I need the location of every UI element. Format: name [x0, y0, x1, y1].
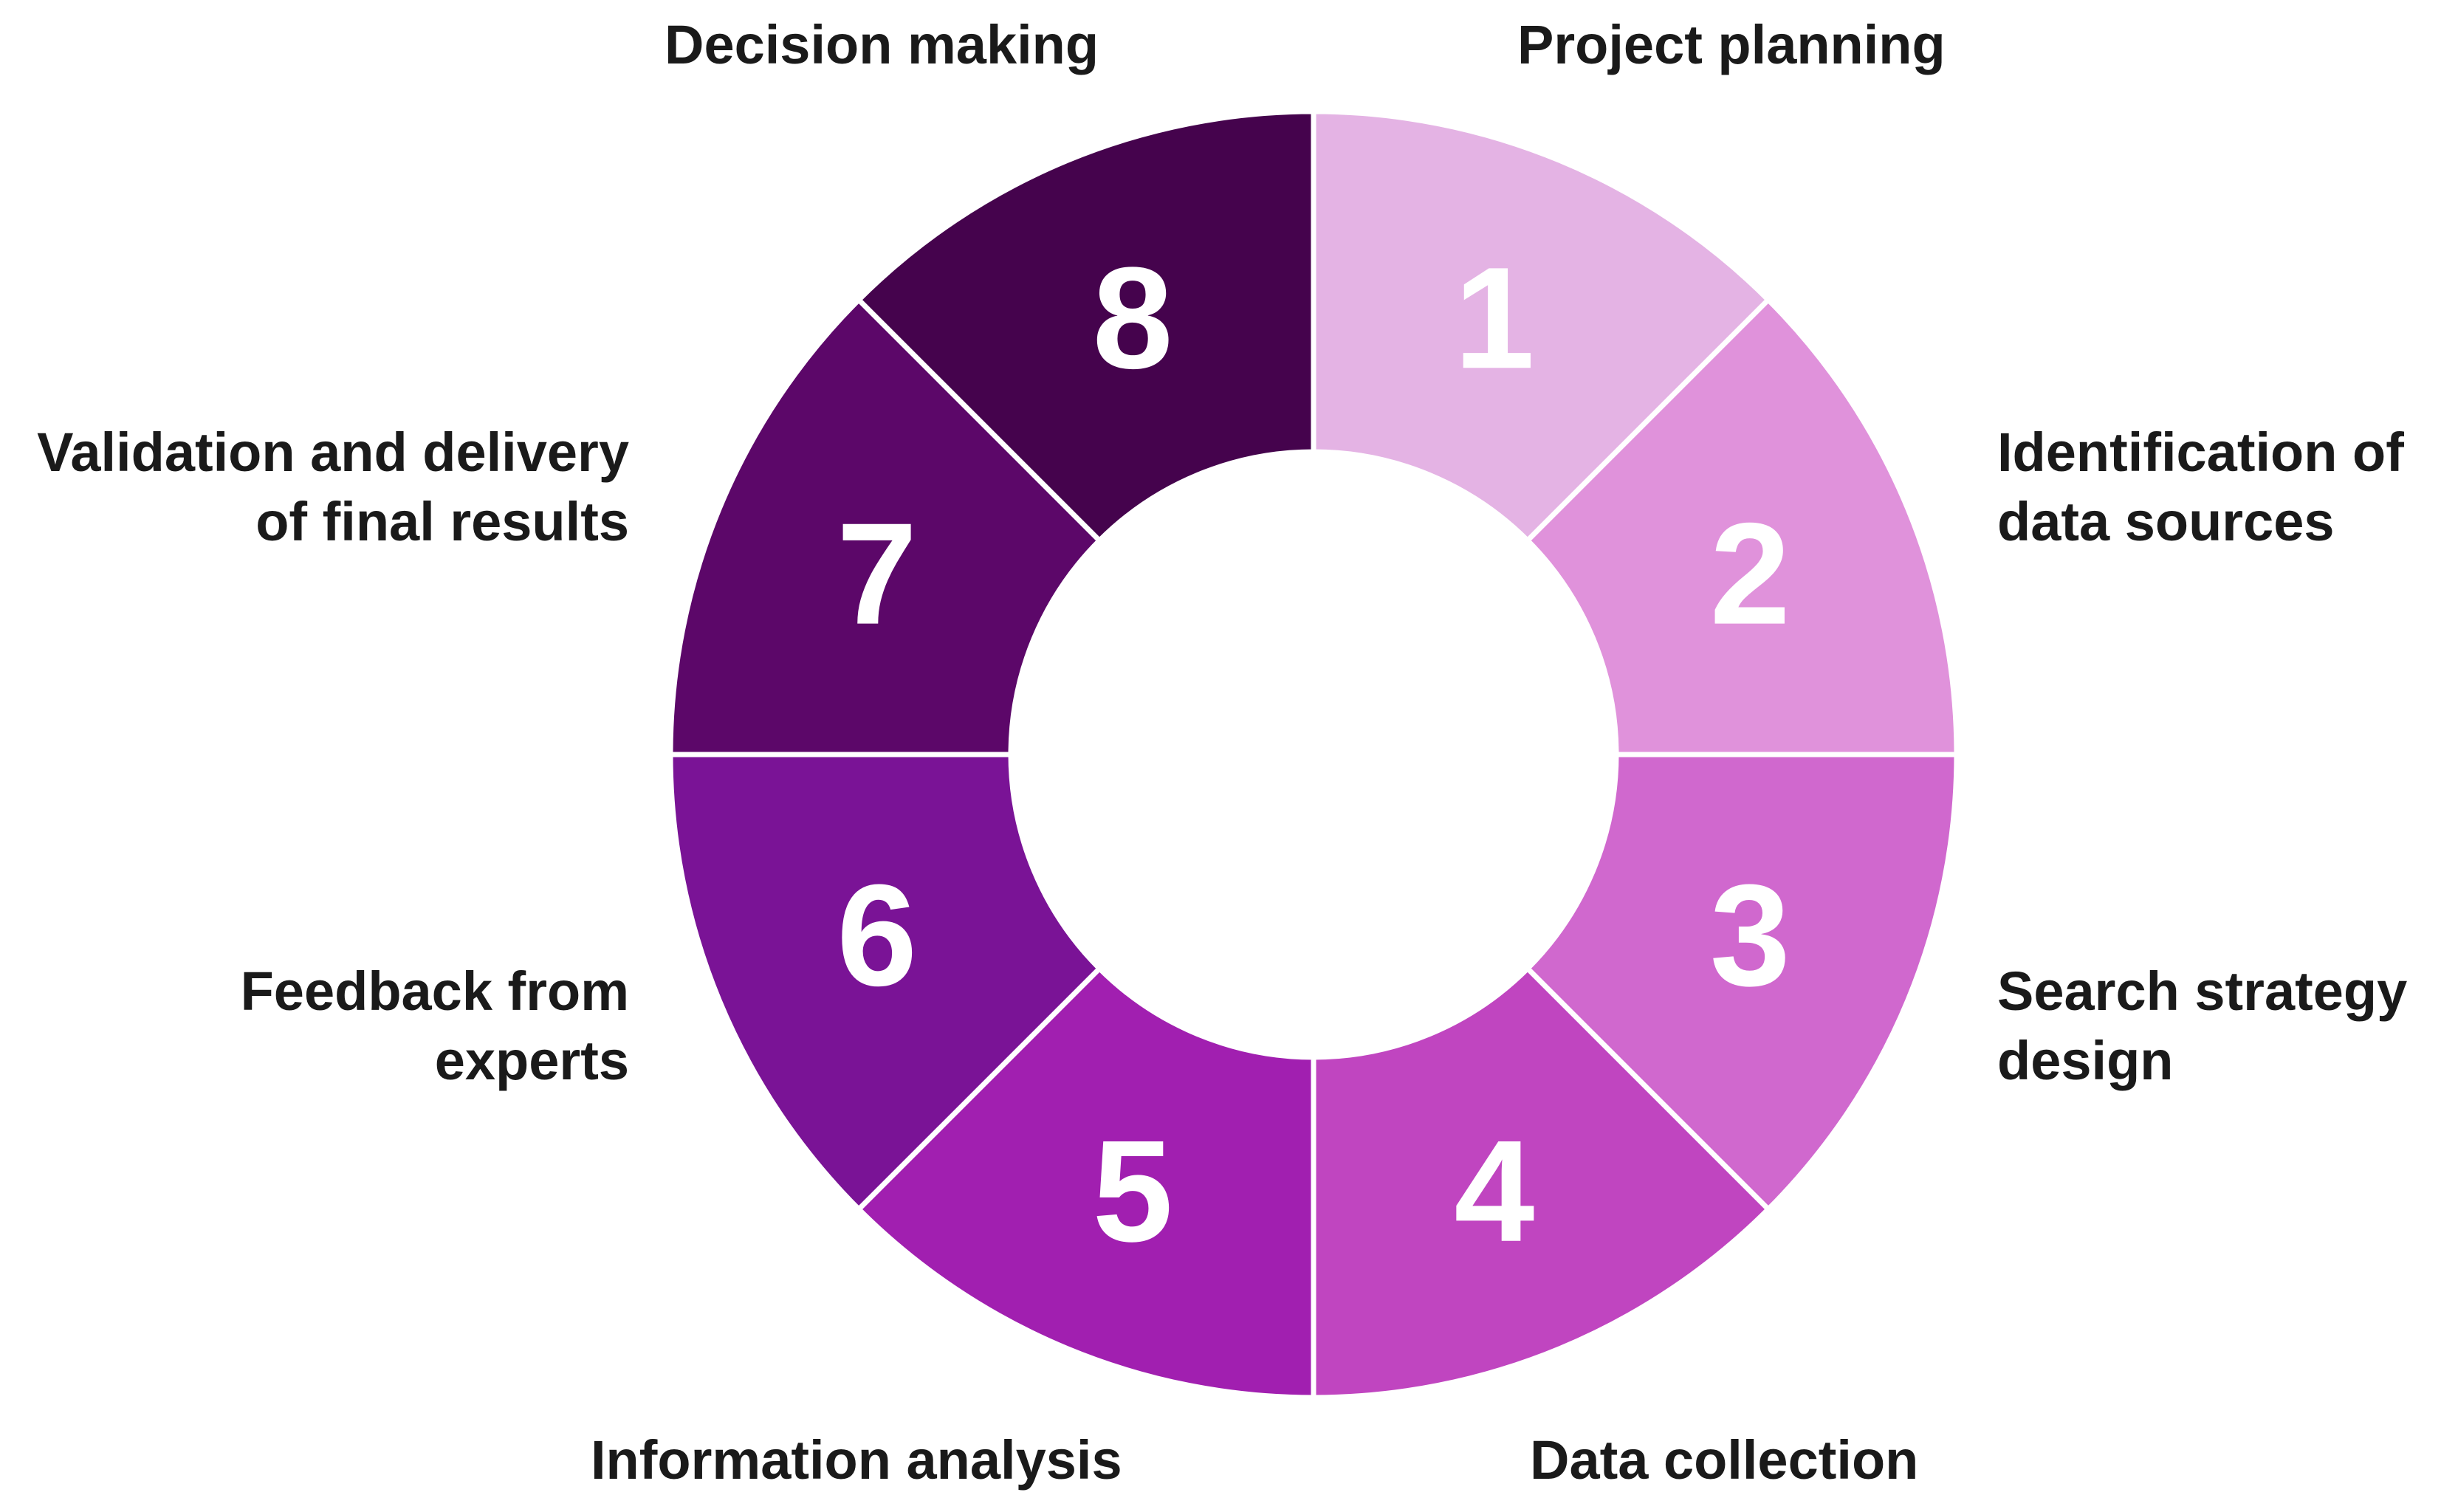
step-number-6: 6 [837, 854, 917, 1016]
step-number-1: 1 [1454, 237, 1534, 399]
segment-search-strategy-design [1525, 752, 1960, 1212]
step-numbers: 1 2 3 4 5 6 7 8 [837, 237, 1791, 1272]
step-number-8: 8 [1093, 237, 1173, 399]
segment-project-planning [1311, 109, 1771, 543]
segment-information-analysis [856, 966, 1316, 1401]
step-number-7: 7 [837, 493, 917, 655]
step-label-decision-making: Decision making [665, 14, 1099, 75]
step-label-identification-of-data-sources: Identification of data sources [1997, 422, 2404, 552]
step-label-data-collection: Data collection [1530, 1429, 1919, 1491]
step-number-4: 4 [1454, 1110, 1534, 1272]
step-label-project-planning: Project planning [1517, 14, 1946, 75]
cycle-segments [667, 109, 1960, 1401]
step-label-validation-and-delivery: Validation and delivery of final results [37, 422, 629, 552]
step-label-feedback-from-experts: Feedback from experts [240, 961, 629, 1091]
segment-feedback-from-experts [667, 752, 1102, 1212]
segment-decision-making [856, 109, 1316, 543]
step-number-3: 3 [1710, 854, 1791, 1016]
segment-validation-and-delivery [667, 297, 1102, 757]
step-label-search-strategy-design: Search strategy design [1997, 961, 2408, 1091]
segment-data-collection [1311, 966, 1771, 1401]
step-number-2: 2 [1710, 493, 1791, 655]
step-label-information-analysis: Information analysis [591, 1429, 1122, 1491]
step-number-5: 5 [1093, 1110, 1173, 1272]
segment-identification-of-data-sources [1525, 297, 1960, 757]
